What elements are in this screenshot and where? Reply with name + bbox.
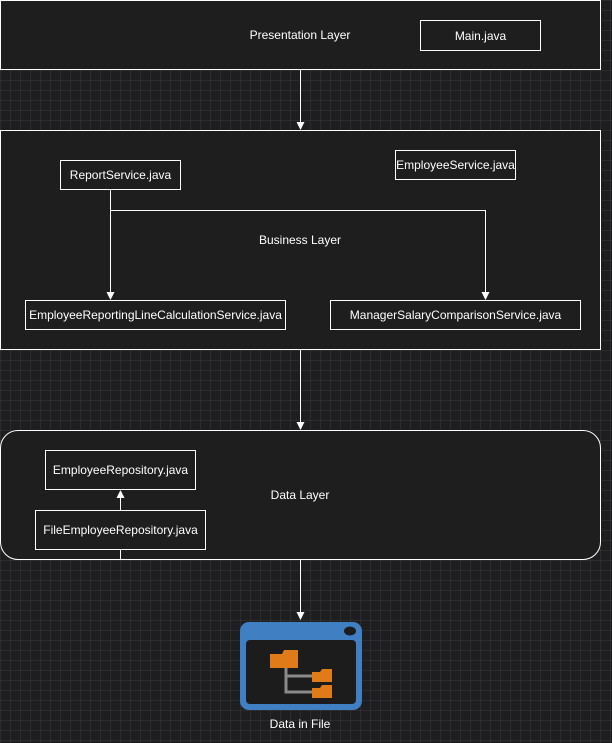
reporting-line-service-box[interactable]: EmployeeReportingLineCalculationService.…	[25, 300, 286, 330]
data-in-file-label: Data in File	[269, 717, 331, 731]
salary-comparison-service-box[interactable]: ManagerSalaryComparisonService.java	[330, 300, 581, 330]
file-employee-repository-box[interactable]: FileEmployeeRepository.java	[35, 510, 206, 550]
presentation-layer-title: Presentation Layer	[249, 28, 351, 42]
employee-repository-box[interactable]: EmployeeRepository.java	[45, 450, 196, 490]
main-java-box[interactable]: Main.java	[420, 20, 541, 51]
report-to-salary-comparison-arrow	[110, 210, 490, 300]
folder-tree-window-icon	[240, 622, 362, 710]
employee-service-box[interactable]: EmployeeService.java	[395, 150, 516, 180]
report-service-box[interactable]: ReportService.java	[60, 160, 181, 190]
data-layer-title: Data Layer	[270, 488, 330, 502]
business-layer-title: Business Layer	[258, 233, 342, 247]
